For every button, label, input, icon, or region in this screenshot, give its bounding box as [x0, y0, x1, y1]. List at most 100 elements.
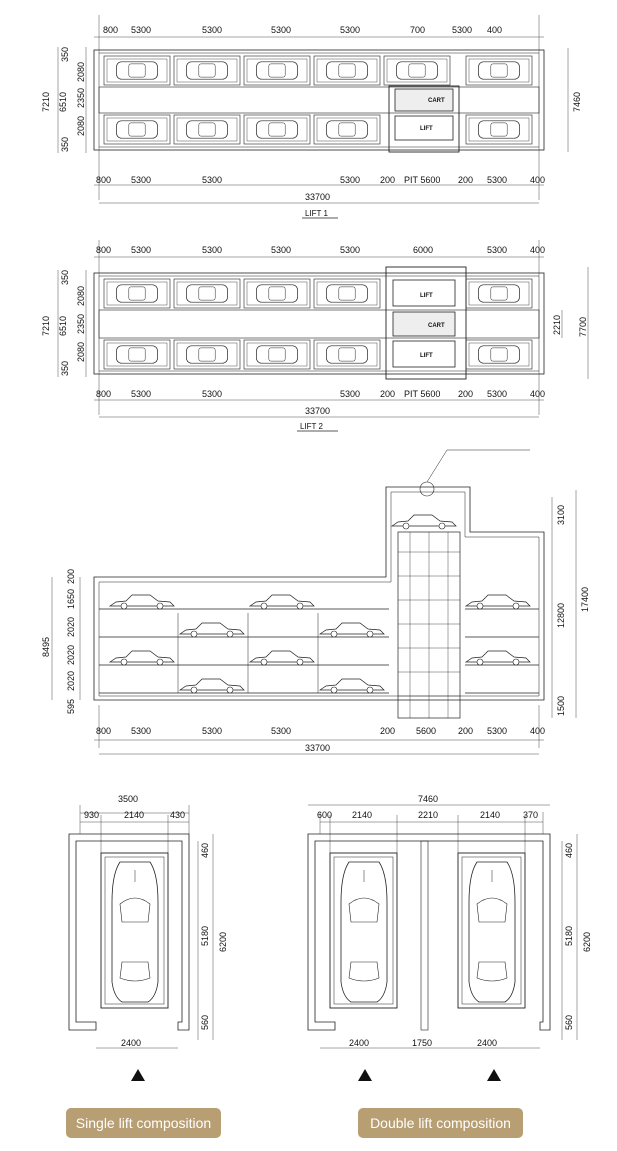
car-top-view [111, 861, 159, 1003]
double-top-dim-3: 2140 [480, 810, 500, 820]
parking-bay [103, 55, 171, 86]
plan2-left-total: 7210 [41, 316, 51, 336]
single-top-dim-1: 2140 [124, 810, 144, 820]
parking-bay [465, 55, 533, 86]
section-bottom-dim-7: 5300 [487, 726, 507, 736]
double-right-dim-2: 560 [564, 1015, 574, 1030]
section-left-dim-5: 595 [66, 699, 76, 714]
plan1-left-dim-1: 2080 [76, 62, 86, 82]
plan2-overall: 33700 [305, 406, 330, 416]
parking-bay [465, 114, 533, 145]
single-lift-plan [68, 805, 214, 1049]
plan2-lift-box-top [392, 279, 456, 307]
plan2-left-dim-2: 2350 [76, 314, 86, 334]
car-side-view [178, 622, 245, 638]
car-top-view [478, 345, 520, 364]
double-top-dim-4: 370 [523, 810, 538, 820]
car-side-view [464, 594, 531, 610]
plan1-texts: 800 5300 5300 5300 5300 700 5300 400 800… [41, 25, 582, 218]
car-top-view [186, 61, 228, 80]
plan2-top-dim-0: 800 [96, 245, 111, 255]
double-right-dim-1: 5180 [564, 926, 574, 946]
plan1-top-dim-1: 5300 [131, 25, 151, 35]
section-bottom-dim-1: 5300 [131, 726, 151, 736]
plan1-outline [93, 49, 545, 151]
plan2-lift-box-bot [392, 340, 456, 368]
section-bottom-dim-3: 5300 [271, 726, 291, 736]
section-texts: 200 1650 2020 2020 2020 595 8495 3100 12… [41, 505, 590, 753]
plan-lift-2 [57, 240, 589, 432]
double-top-total: 7460 [418, 794, 438, 804]
plan2-right-inner: 2210 [552, 315, 562, 335]
plan2-top-dim-2: 5300 [202, 245, 222, 255]
single-lift-platform [100, 852, 169, 1009]
plan1-top-dim-7: 400 [487, 25, 502, 35]
section-left-dim-4: 2020 [66, 671, 76, 691]
plan1-cart-box [394, 88, 454, 112]
parking-bay [173, 339, 241, 370]
car-top-view [116, 120, 158, 139]
parking-bay [313, 278, 381, 309]
plan2-aisle [98, 309, 540, 339]
section-right-dim-2: 1500 [556, 696, 566, 716]
double-top-dim-1: 2140 [352, 810, 372, 820]
car-top-view [256, 345, 298, 364]
double-arrow-right-icon [487, 1069, 501, 1081]
plan1-right-total: 7460 [572, 92, 582, 112]
car-side-view [248, 594, 315, 610]
parking-bay [103, 339, 171, 370]
plan2-left-dim-4: 350 [60, 361, 70, 376]
plan1-bottom-dim-3: 5300 [340, 175, 360, 185]
parking-bay [313, 339, 381, 370]
single-bottom-dim: 2400 [121, 1038, 141, 1048]
car-top-view [340, 861, 388, 1003]
double-right-dim-0: 460 [564, 843, 574, 858]
section-bottom-dim-5: 5600 [416, 726, 436, 736]
section-bottom-dim-8: 400 [530, 726, 545, 736]
double-bottom-dim-0: 2400 [349, 1038, 369, 1048]
double-bottom-dim-1: 1750 [412, 1038, 432, 1048]
plan2-bottom-dim-8: 400 [530, 389, 545, 399]
plan2-lift-shaft [385, 266, 467, 380]
section-left-dim-2: 2020 [66, 617, 76, 637]
plan1-top-dim-0: 800 [103, 25, 118, 35]
car-side-view [318, 678, 385, 694]
plan1-bottom-dim-5: PIT 5600 [404, 175, 440, 185]
plan1-lift-shaft [388, 85, 460, 153]
parking-bay [465, 278, 533, 309]
car-top-view [256, 284, 298, 303]
car-side-view [390, 514, 457, 530]
parking-bay [383, 55, 451, 86]
car-top-view [326, 284, 368, 303]
plan2-bottom-dim-3: 5300 [340, 389, 360, 399]
section-left-dim-1: 1650 [66, 589, 76, 609]
plan2-outline [93, 272, 545, 375]
plan1-top-dim-2: 5300 [202, 25, 222, 35]
car-side-view [464, 650, 531, 666]
car-top-view [478, 284, 520, 303]
section-bottom-dim-0: 800 [96, 726, 111, 736]
plan2-texts: 800 5300 5300 5300 5300 6000 5300 400 80… [41, 245, 588, 431]
car-top-view [396, 61, 438, 80]
car-top-view [326, 61, 368, 80]
plan2-left-dim-3: 2080 [76, 342, 86, 362]
plan2-bottom-dim-2: 5300 [202, 389, 222, 399]
plan1-lift-label: LIFT [420, 126, 433, 132]
single-right-dim-0: 460 [200, 843, 210, 858]
plan2-right-total: 7700 [578, 317, 588, 337]
double-lift-platform-left [329, 852, 398, 1009]
parking-bay [103, 114, 171, 145]
parking-bay [313, 55, 381, 86]
plan1-top-dim-4: 5300 [340, 25, 360, 35]
plan1-lift-box [394, 115, 454, 141]
plan2-lift-label-bot: LIFT [420, 353, 433, 359]
car-top-view [116, 345, 158, 364]
plan1-left-dim-4: 350 [60, 137, 70, 152]
double-top-dim-0: 600 [317, 810, 332, 820]
plan1-bottom-dim-0: 800 [96, 175, 111, 185]
single-top-dim-2: 430 [170, 810, 185, 820]
plan1-bottom-dim-8: 400 [530, 175, 545, 185]
double-lift-badge: Double lift composition [358, 1108, 523, 1138]
plan2-cart-label: CART [428, 323, 445, 329]
